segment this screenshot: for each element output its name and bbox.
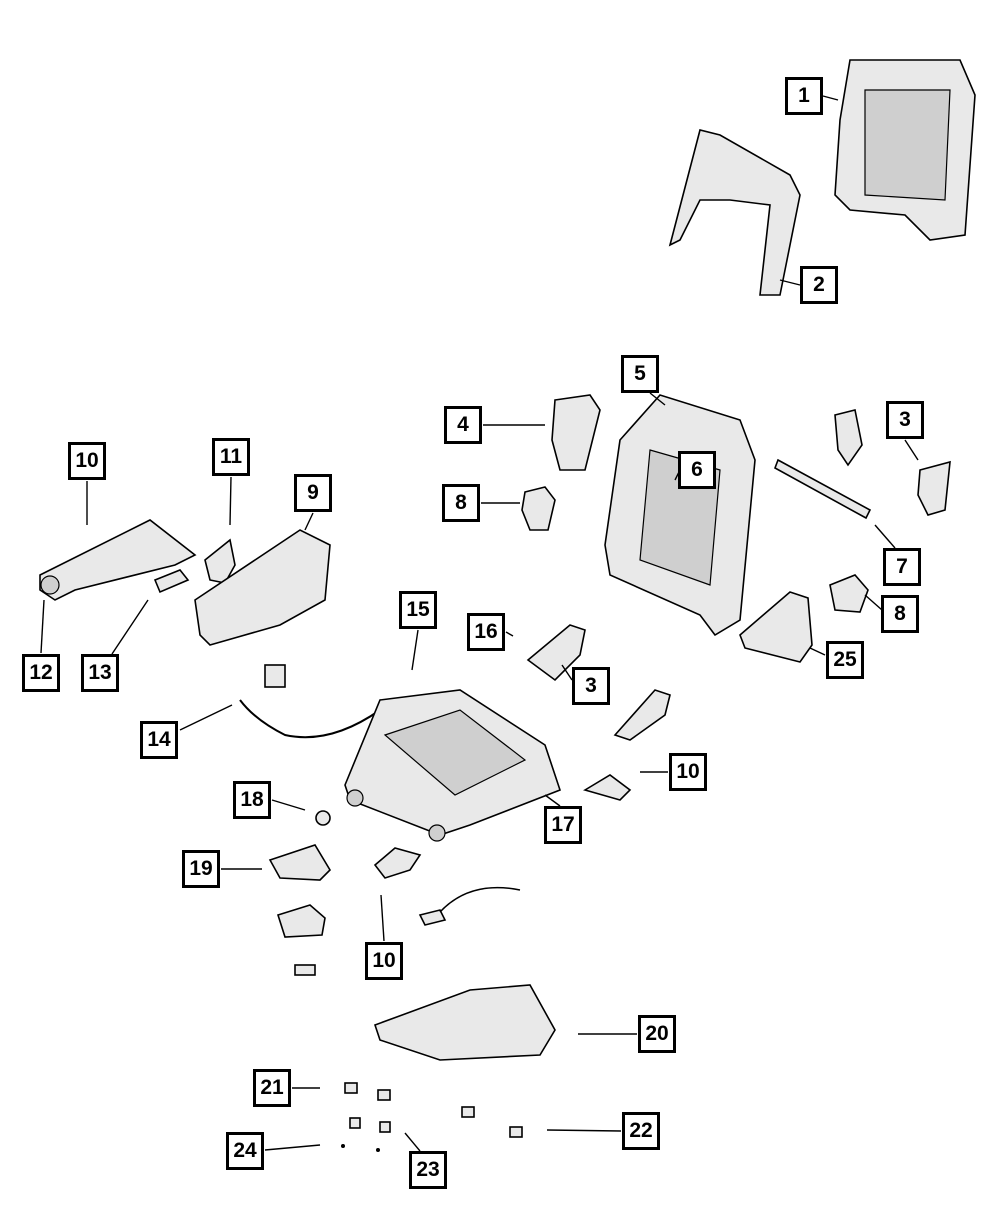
callout-5[interactable]: 5 (621, 355, 659, 393)
leader-line (809, 647, 826, 656)
part-detail (428, 824, 446, 842)
part-wire (439, 886, 521, 913)
leader-line (874, 524, 896, 549)
callout-10[interactable]: 10 (669, 753, 707, 791)
callout-9[interactable]: 9 (294, 474, 332, 512)
leader-line (40, 599, 45, 654)
part-cross-rod (774, 458, 872, 520)
part-small-trim (204, 538, 236, 584)
callout-16[interactable]: 16 (467, 613, 505, 651)
leader-line (380, 894, 385, 942)
leader-line (505, 631, 514, 637)
leader-line (561, 664, 573, 681)
part-side-shield (194, 529, 331, 646)
part-control-module (276, 904, 326, 938)
leader-line (546, 1129, 622, 1132)
part-shield (739, 591, 813, 663)
callout-8[interactable]: 8 (881, 595, 919, 633)
part-detail (383, 709, 527, 796)
callout-18[interactable]: 18 (233, 781, 271, 819)
callout-22[interactable]: 22 (622, 1112, 660, 1150)
part-connector (294, 964, 316, 976)
callout-7[interactable]: 7 (883, 548, 921, 586)
callout-1[interactable]: 1 (785, 77, 823, 115)
part-bracket (917, 460, 951, 516)
part-side-trim (551, 394, 601, 471)
callout-25[interactable]: 25 (826, 641, 864, 679)
leader-line (779, 279, 801, 286)
callout-21[interactable]: 21 (253, 1069, 291, 1107)
part-connector (264, 664, 286, 688)
callout-10[interactable]: 10 (365, 942, 403, 980)
callout-10[interactable]: 10 (68, 442, 106, 480)
part-module-bracket (268, 844, 332, 881)
part-recliner-cover-right (613, 689, 671, 741)
callout-3[interactable]: 3 (572, 667, 610, 705)
part-bracket (834, 409, 863, 467)
part-cap (521, 486, 556, 531)
part-bracket (583, 774, 632, 801)
part-recliner-cover (526, 624, 586, 682)
callout-24[interactable]: 24 (226, 1132, 264, 1170)
callout-14[interactable]: 14 (140, 721, 178, 759)
callout-8[interactable]: 8 (442, 484, 480, 522)
leader-line (411, 629, 419, 671)
callout-4[interactable]: 4 (444, 406, 482, 444)
leader-line (904, 439, 919, 461)
callout-19[interactable]: 19 (182, 850, 220, 888)
callout-3[interactable]: 3 (886, 401, 924, 439)
callout-15[interactable]: 15 (399, 591, 437, 629)
part-detail (346, 789, 364, 807)
callout-17[interactable]: 17 (544, 806, 582, 844)
callout-20[interactable]: 20 (638, 1015, 676, 1053)
part-connector (418, 909, 447, 926)
leader-line (864, 594, 883, 611)
callout-11[interactable]: 11 (212, 438, 250, 476)
callout-2[interactable]: 2 (800, 266, 838, 304)
part-seat-pan (373, 984, 556, 1061)
leader-line (822, 95, 839, 101)
callout-6[interactable]: 6 (678, 451, 716, 489)
part-grommet (315, 810, 331, 826)
leader-line (229, 476, 232, 526)
part-back-panel (668, 129, 801, 296)
callout-12[interactable]: 12 (22, 654, 60, 692)
part-clips (341, 1082, 523, 1152)
part-detail (864, 89, 951, 201)
part-detail (40, 575, 60, 595)
leader-line (544, 794, 561, 807)
leader-line (271, 799, 306, 811)
leader-line (111, 599, 149, 655)
leader-line (179, 704, 233, 731)
leader-lines (40, 95, 919, 1152)
leader-line (264, 1144, 321, 1151)
leader-line (404, 1132, 421, 1152)
callout-23[interactable]: 23 (409, 1151, 447, 1189)
callout-13[interactable]: 13 (81, 654, 119, 692)
part-wire-harness (239, 699, 396, 739)
leader-line (649, 392, 666, 406)
leader-line (304, 512, 314, 531)
part-track-cover-lower (373, 847, 422, 879)
part-handle (153, 569, 190, 594)
part-track-cover (39, 519, 197, 601)
part-cap-right (829, 574, 869, 613)
